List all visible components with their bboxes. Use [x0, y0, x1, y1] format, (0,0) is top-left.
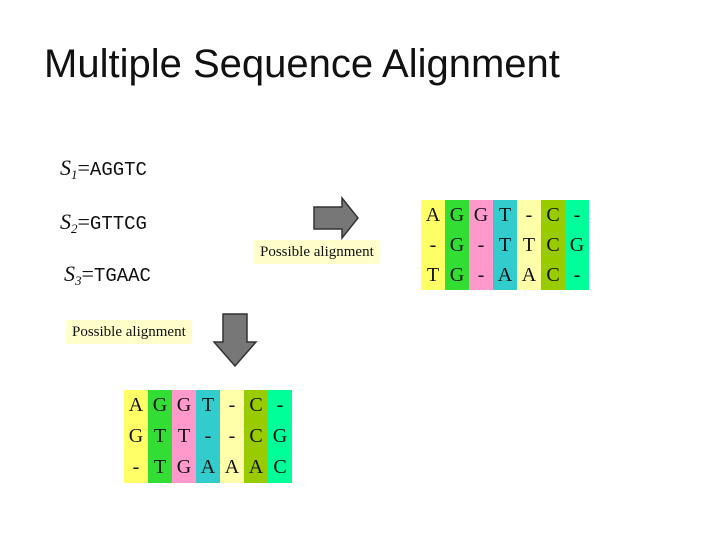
sequence-s2: S2=GTTCG	[60, 210, 147, 236]
alignment-cell: -	[276, 394, 284, 416]
alignment-cell: G	[176, 394, 192, 416]
alignment-cell: -	[228, 394, 236, 416]
possible-alignment-label-right: Possible alignment	[254, 240, 380, 264]
seq-value: GTTCG	[89, 213, 147, 235]
seq-symbol: S1	[60, 155, 78, 182]
alignment-cell: -	[573, 264, 581, 286]
alignment-cell: -	[228, 425, 236, 447]
alignment-cell: G	[152, 394, 168, 416]
alignment-cell: A	[521, 264, 537, 286]
arrow-right-icon	[313, 196, 359, 240]
alignment-column: T - A	[196, 390, 220, 483]
seq-value: TGAAC	[93, 265, 151, 287]
alignment-cell: A	[224, 456, 240, 478]
alignment-cell: T	[498, 234, 512, 256]
alignment-cell: A	[425, 204, 441, 226]
arrow-down-icon	[212, 313, 258, 368]
alignment-cell: T	[177, 425, 191, 447]
alignment-cell: G	[473, 204, 489, 226]
alignment-cell: T	[153, 456, 167, 478]
alignment-cell: A	[248, 456, 264, 478]
arrow-down-shape	[212, 313, 258, 368]
seq-value: AGGTC	[89, 159, 147, 181]
alignment-cell: G	[449, 264, 465, 286]
sequence-s3: S3=TGAAC	[64, 262, 151, 288]
alignment-cell: G	[176, 456, 192, 478]
alignment-cell: -	[477, 264, 485, 286]
alignment-cell: -	[477, 234, 485, 256]
alignment-cell: C	[546, 204, 560, 226]
seq-equals: =	[81, 261, 94, 286]
alignment-cell: A	[128, 394, 144, 416]
seq-symbol: S2	[60, 209, 78, 236]
alignment-cell: G	[569, 234, 585, 256]
alignment-column: A - T	[421, 200, 445, 290]
alignment-cell: -	[429, 234, 437, 256]
alignment-cell: G	[449, 234, 465, 256]
alignment-column: G - -	[469, 200, 493, 290]
arrow-right-shape	[313, 196, 359, 240]
alignment-cell: -	[525, 204, 533, 226]
sequence-s1: S1=AGGTC	[60, 156, 147, 182]
alignment-column: - - A	[220, 390, 244, 483]
alignment-cell: C	[273, 456, 287, 478]
alignment-cell: G	[272, 425, 288, 447]
alignment-cell: G	[128, 425, 144, 447]
seq-equals: =	[77, 155, 90, 180]
alignment-cell: -	[573, 204, 581, 226]
alignment-cell: -	[204, 425, 212, 447]
alignment-cell: -	[132, 456, 140, 478]
slide-title: Multiple Sequence Alignment	[44, 42, 560, 86]
alignment-cell: A	[497, 264, 513, 286]
alignment-cell: T	[522, 234, 536, 256]
alignment-cell: A	[200, 456, 216, 478]
alignment-cell: C	[546, 234, 560, 256]
alignment-column: - G -	[565, 200, 589, 290]
seq-symbol: S3	[64, 261, 82, 288]
alignment-cell: T	[498, 204, 512, 226]
possible-alignment-label-bottom: Possible alignment	[66, 320, 192, 344]
alignment-cell: T	[153, 425, 167, 447]
alignment-cell: G	[449, 204, 465, 226]
alignment-cell: C	[249, 425, 263, 447]
alignment-cell: T	[201, 394, 215, 416]
alignment-cell: C	[546, 264, 560, 286]
seq-equals: =	[77, 209, 90, 234]
alignment-cell: C	[249, 394, 263, 416]
alignment-cell: T	[426, 264, 440, 286]
